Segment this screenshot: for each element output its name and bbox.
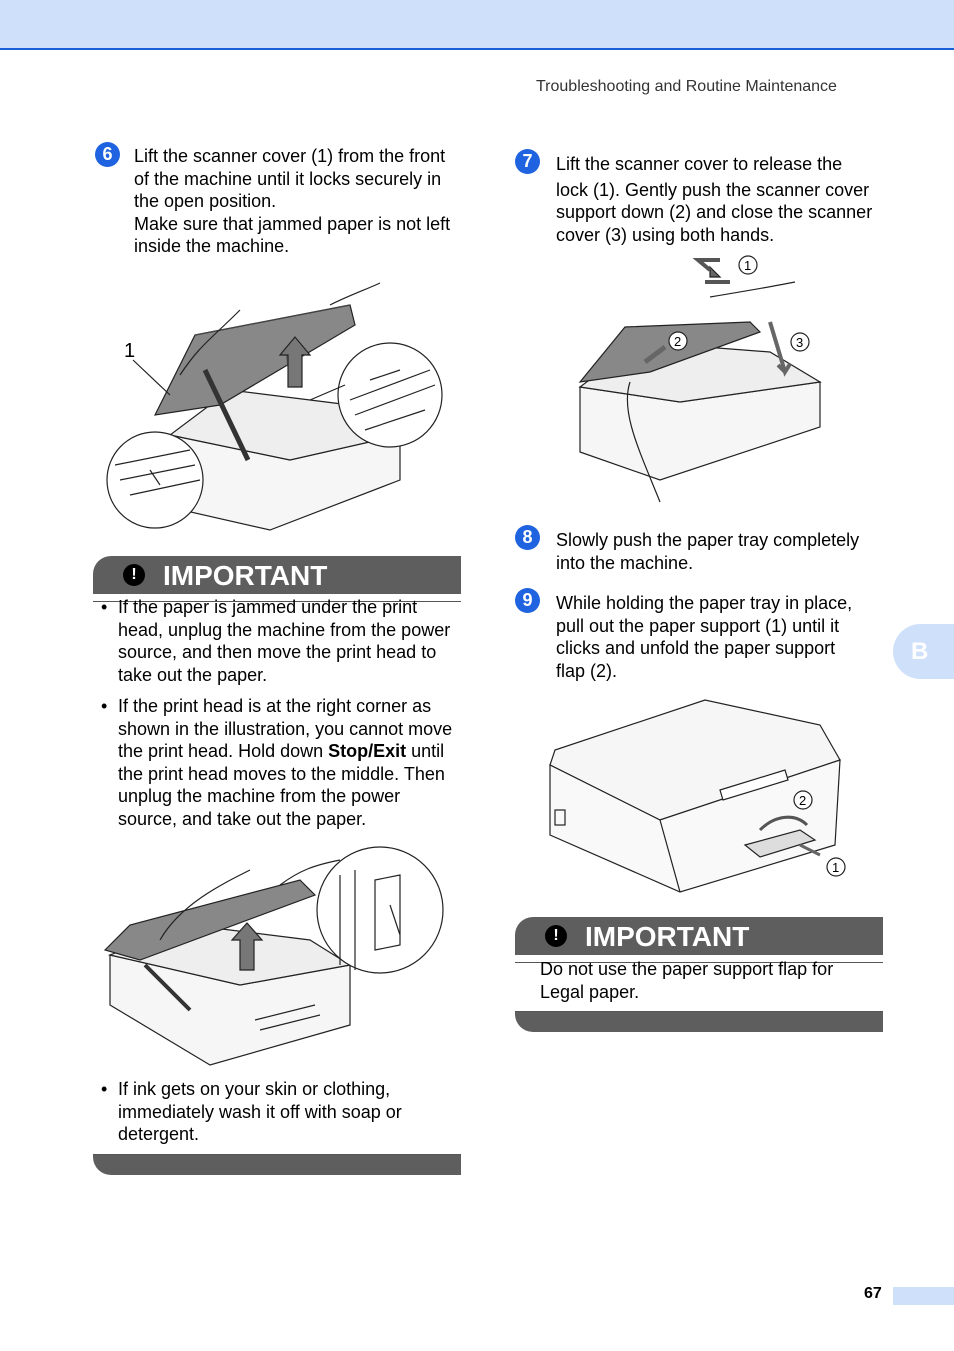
step-number-8: 8 — [515, 525, 540, 550]
text-line: cover (3) using both hands. — [556, 224, 775, 245]
text-line: shown in the illustration, you cannot mo… — [118, 718, 453, 739]
text-line: Lift the scanner cover to release the — [556, 154, 843, 174]
text-line: Do not use the paper support flap for — [540, 959, 834, 979]
text-line: the open position. — [134, 191, 277, 211]
printer-paper-support-illustration: 2 1 — [549, 699, 846, 893]
text-line: Make sure that jammed paper is not left — [134, 213, 451, 234]
step-number-9: 9 — [515, 588, 540, 613]
text-line: take out the paper. — [118, 664, 268, 685]
step-8-text: Slowly push the paper tray completely in… — [556, 529, 859, 574]
step-9-text: While holding the paper tray in place, p… — [556, 592, 852, 682]
text-line: lock (1). Gently push the scanner cover — [556, 179, 870, 200]
important-banner: ! IMPORTANT — [515, 917, 883, 955]
chapter-tab: B — [893, 624, 954, 679]
text-line: immediately wash it off with soap or — [118, 1101, 402, 1122]
important-note-text: Do not use the paper support flap for Le… — [540, 958, 833, 1003]
text-line: head, unplug the machine from the power — [118, 619, 451, 640]
page-number-bar — [893, 1287, 954, 1305]
printer-scanner-cover-open-illustration: 1 — [106, 282, 443, 531]
important-rule — [515, 962, 883, 963]
text-line: detergent. — [118, 1124, 200, 1144]
important-banner: ! IMPORTANT — [93, 556, 461, 594]
step-7-text: Lift the scanner cover to release the lo… — [556, 153, 872, 246]
text-line: Lift the scanner cover (1) from the fron… — [134, 146, 446, 166]
callout-1: 1 — [832, 860, 839, 875]
callout-2: 2 — [799, 793, 806, 808]
exclamation-icon: ! — [545, 925, 567, 947]
text-line: of the machine until it locks securely i… — [134, 168, 442, 189]
text-line: inside the machine. — [134, 236, 290, 256]
text-line: If the paper is jammed under the print — [118, 597, 418, 617]
step-number-6: 6 — [95, 142, 120, 167]
important-title: IMPORTANT — [163, 560, 328, 591]
callout-1: 1 — [744, 258, 751, 273]
printer-close-scanner-cover-illustration: 1 2 3 — [578, 255, 822, 503]
text-line: If ink gets on your skin or clothing, — [118, 1079, 391, 1099]
text-line: into the machine. — [556, 552, 694, 573]
text-span: the print head. Hold down — [118, 741, 329, 761]
text-line: flap (2). — [556, 660, 618, 681]
step-6-text: Lift the scanner cover (1) from the fron… — [134, 145, 450, 258]
text-line: source, and then move the print head to — [118, 642, 437, 662]
text-line: support down (2) and close the scanner — [556, 202, 873, 222]
important-footer-bar — [515, 1011, 883, 1032]
text-line: Legal paper. — [540, 981, 640, 1002]
callout-1: 1 — [124, 340, 135, 362]
exclamation-icon: ! — [123, 564, 145, 586]
callout-3: 3 — [796, 335, 803, 350]
important-rule — [93, 601, 461, 602]
page-top-bar — [0, 0, 954, 50]
text-line: Slowly push the paper tray completely — [556, 530, 860, 550]
step-number-7: 7 — [515, 149, 540, 174]
text-line: source, and take out the paper. — [118, 808, 367, 829]
page-number: 67 — [864, 1285, 882, 1302]
text-line: pull out the paper support (1) until it — [556, 615, 840, 636]
printer-print-head-illustration — [103, 846, 444, 1066]
stop-exit-key-label: Stop/Exit — [328, 741, 407, 761]
text-span: until — [406, 741, 445, 761]
callout-2: 2 — [674, 334, 681, 349]
text-line: clicks and unfold the paper support — [556, 638, 836, 658]
important-title: IMPORTANT — [585, 921, 750, 952]
text-line: the print head. Hold down Stop/Exit unti… — [118, 740, 452, 763]
important-footer-bar — [93, 1154, 461, 1175]
text-line: the print head moves to the middle. Then — [118, 763, 445, 784]
text-line: While holding the paper tray in place, — [556, 593, 853, 613]
text-line: If the print head is at the right corner… — [118, 696, 432, 716]
running-header: Troubleshooting and Routine Maintenance — [536, 78, 837, 95]
text-line: unplug the machine from the power — [118, 786, 401, 806]
